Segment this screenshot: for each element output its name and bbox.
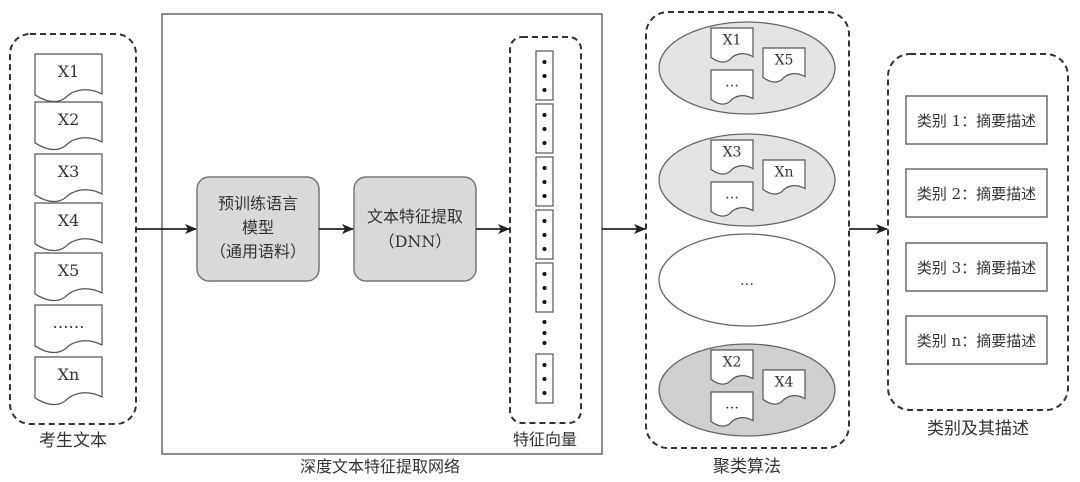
cluster-4: X2X4 … — [658, 343, 836, 437]
cluster-ellipse — [658, 343, 836, 437]
cluster-ellipse — [658, 233, 836, 327]
feature-extractor-box — [353, 176, 477, 282]
document-label: X1 — [58, 62, 80, 81]
feature-extractor-line2: （DNN） — [379, 232, 452, 251]
document-icon: X1 — [34, 53, 103, 103]
category-box: 类别 1：摘要描述 — [905, 95, 1048, 145]
document-label: X3 — [58, 162, 80, 181]
feature-vector — [535, 50, 554, 404]
feature-cell — [535, 50, 554, 101]
document-icon: …… — [34, 304, 103, 354]
document-icon: … — [710, 69, 754, 105]
network-border — [161, 13, 603, 455]
category-label: 类别 3：摘要描述 — [917, 259, 1036, 277]
document-label: X4 — [775, 375, 794, 391]
document-icon: X3 — [34, 153, 103, 203]
document-label: X2 — [723, 355, 742, 371]
document-label: X2 — [58, 110, 80, 129]
category-box: 类别 2：摘要描述 — [905, 168, 1048, 218]
document-icon: X2 — [34, 101, 103, 151]
cluster-ellipse — [658, 21, 836, 115]
document-label: X4 — [58, 211, 80, 230]
document-icon: … — [710, 391, 754, 427]
cluster-ellipsis: … — [740, 273, 754, 289]
feature-cell — [535, 209, 554, 260]
document-icon: Xn — [762, 159, 806, 195]
document-label: … — [725, 397, 739, 413]
document-icon: X2 — [710, 349, 754, 385]
feature-vector-group-border — [509, 36, 582, 424]
document-icon: X4 — [762, 369, 806, 405]
cluster-2: X3Xn … — [658, 133, 836, 227]
document-icon: Xn — [34, 356, 103, 406]
cluster-1: X1X5 … — [658, 21, 836, 115]
document-label: … — [725, 75, 739, 91]
feature-cell — [535, 353, 554, 404]
document-label: … — [725, 187, 739, 203]
category-box: 类别 n：摘要描述 — [905, 315, 1048, 365]
feature-vector-caption: 特征向量 — [513, 430, 577, 449]
document-icon: X5 — [762, 47, 806, 83]
document-label: Xn — [775, 165, 794, 181]
cluster-ellipse — [658, 133, 836, 227]
feature-cell — [535, 262, 554, 313]
category-label: 类别 1：摘要描述 — [917, 112, 1036, 130]
clustering-caption: 聚类算法 — [713, 457, 781, 477]
feature-extractor-line1: 文本特征提取 — [367, 207, 463, 226]
category-label: 类别 2：摘要描述 — [917, 185, 1036, 203]
document-label: X1 — [723, 33, 742, 49]
feature-cell — [535, 156, 554, 207]
categories-caption: 类别及其描述 — [927, 419, 1029, 439]
feature-ellipsis — [542, 320, 547, 345]
pretrained-model-line1: 预训练语言 — [218, 194, 298, 213]
deep-feature-network: 深度文本特征提取网络 预训练语言 模型 （通用语料） 文本特征提取 （DNN） … — [161, 13, 603, 476]
network-caption: 深度文本特征提取网络 — [300, 457, 460, 476]
document-label: X5 — [58, 261, 80, 280]
document-icon: … — [710, 181, 754, 217]
input-group-caption: 考生文本 — [39, 431, 107, 451]
category-box: 类别 3：摘要描述 — [905, 242, 1048, 292]
pretrained-model-line2: 模型 — [242, 218, 274, 237]
document-label: X5 — [775, 53, 794, 69]
document-icon: X4 — [34, 202, 103, 252]
document-label: X3 — [723, 145, 742, 161]
document-icon: X3 — [710, 139, 754, 175]
document-label: Xn — [58, 365, 80, 384]
document-label: …… — [53, 313, 85, 332]
pretrained-model-line3: （通用语料） — [210, 242, 306, 261]
document-icon: X1 — [710, 27, 754, 63]
document-icon: X5 — [34, 252, 103, 302]
feature-cell — [535, 103, 554, 154]
category-label: 类别 n：摘要描述 — [917, 332, 1036, 350]
cluster-3: … — [658, 233, 836, 327]
categories-group-border — [887, 53, 1069, 411]
